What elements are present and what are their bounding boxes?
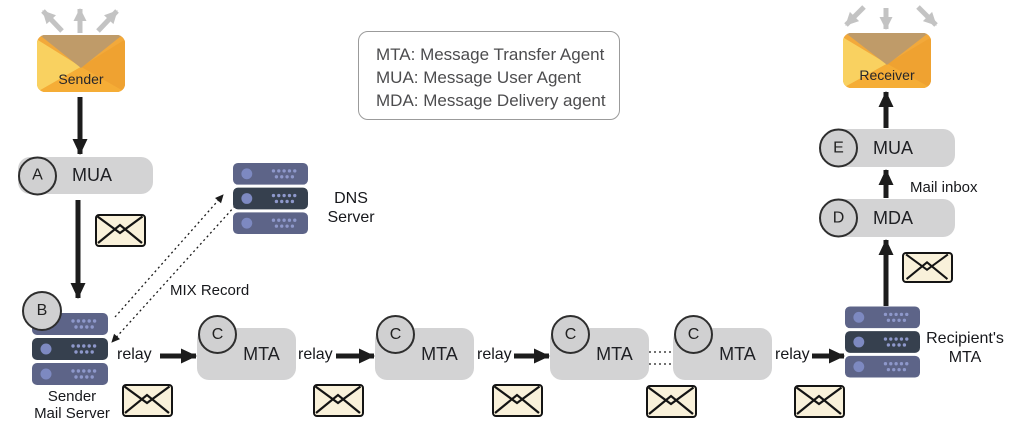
relay-label-1: relay	[117, 346, 152, 363]
mail-inbox-label: Mail inbox	[910, 179, 978, 196]
mix-record-label: MIX Record	[170, 282, 250, 299]
mail-envelope-icon	[794, 385, 845, 418]
relay-label-2: relay	[298, 346, 333, 363]
node-mta-4-label: MTA	[719, 343, 756, 364]
receiver-incoming-arrows	[844, 5, 938, 30]
mta-chain-ellipsis	[649, 351, 671, 365]
node-mda-d: D MDA	[819, 198, 955, 238]
node-mua-a-label: MUA	[72, 165, 112, 185]
node-mta-2: C MTA	[375, 315, 474, 380]
badge-c: C	[376, 315, 415, 354]
recipient-mta-server-icon	[845, 306, 920, 378]
badge-a: A	[18, 156, 57, 195]
badge-c: C	[198, 315, 237, 354]
sender-label: Sender	[58, 71, 104, 87]
mail-envelope-icon	[902, 252, 953, 283]
badge-c: C	[551, 315, 590, 354]
sender-broadcast-arrows	[41, 8, 119, 33]
relay-label-3: relay	[477, 346, 512, 363]
receiver-label: Receiver	[859, 67, 915, 83]
node-mta-4: C MTA	[673, 315, 772, 380]
node-mta-3: C MTA	[550, 315, 649, 380]
sender-envelope-icon: Sender	[37, 35, 125, 92]
badge-c: C	[674, 315, 713, 354]
dns-server-caption: DNS Server	[327, 190, 375, 226]
node-mua-a: A MUA	[18, 156, 153, 195]
dns-response-arrow	[111, 205, 236, 343]
legend-line-mda: MDA: Message Delivery agent	[376, 91, 606, 110]
node-mta-2-label: MTA	[421, 343, 458, 364]
flow-arrows	[70, 91, 894, 364]
legend-line-mua: MUA: Message User Agent	[376, 68, 582, 87]
mail-envelope-icon	[122, 384, 173, 417]
mail-envelope-icon	[492, 384, 543, 417]
mail-envelope-icon	[646, 385, 697, 418]
legend-line-mta: MTA: Message Transfer Agent	[376, 45, 605, 64]
mail-envelope-icon	[95, 214, 146, 247]
node-mta-3-label: MTA	[596, 343, 633, 364]
node-mta-1-label: MTA	[243, 343, 280, 364]
badge-d: D	[819, 198, 858, 238]
node-mta-1: C MTA	[197, 315, 296, 380]
node-mua-e: E MUA	[819, 128, 955, 168]
legend-box: MTA: Message Transfer Agent MUA: Message…	[358, 31, 620, 120]
node-mua-e-label: MUA	[873, 137, 913, 158]
relay-label-4: relay	[775, 346, 810, 363]
node-mda-d-label: MDA	[873, 207, 913, 228]
recipient-mta-caption: Recipient's MTA	[926, 330, 1004, 366]
receiver-envelope-icon: Receiver	[843, 33, 931, 88]
mail-envelope-icon	[313, 384, 364, 417]
dns-query-arrow	[114, 194, 224, 318]
badge-b: B	[22, 291, 62, 331]
sender-mail-server-icon	[32, 313, 108, 385]
dns-server-icon	[233, 162, 308, 235]
badge-e: E	[819, 128, 858, 168]
sender-mail-server-caption: Sender Mail Server	[34, 388, 110, 422]
